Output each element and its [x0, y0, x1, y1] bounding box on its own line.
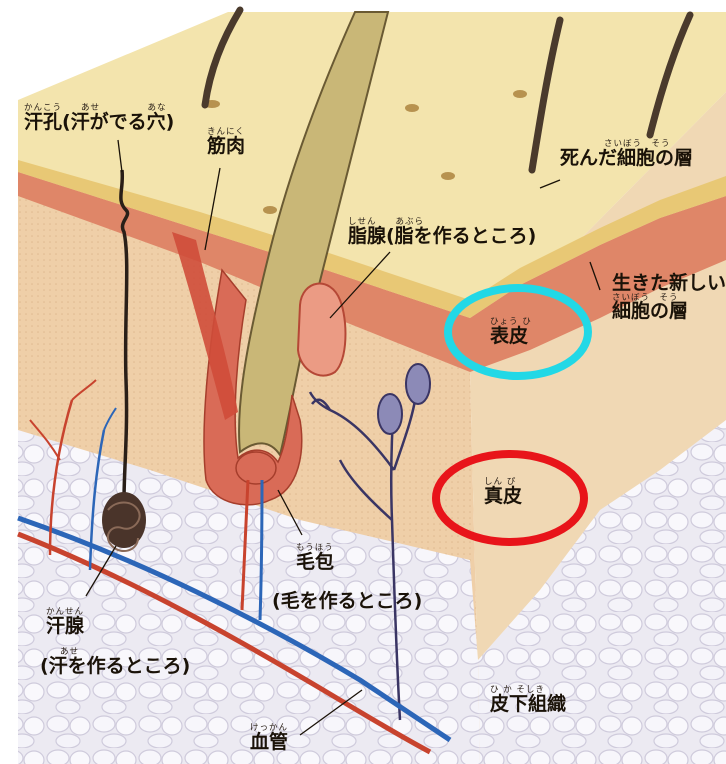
label-living-cell-layer: 生きた新しい さいぼう そう 細胞の層 — [612, 274, 726, 322]
label-sweat-gland: かんせん 汗腺 — [46, 608, 84, 636]
label-sweat-gland-note: あせ (汗を作るところ) — [40, 648, 190, 676]
label-hair-follicle-note: (毛を作るところ) — [272, 592, 422, 612]
label-subcutaneous-tissue: ひ か そしき 皮下組織 — [490, 686, 566, 714]
label-epidermis: ひょう ひ 表皮 — [490, 318, 532, 346]
pacinian-corpuscle-1 — [378, 394, 402, 434]
label-sebaceous-gland: しせん あぶら 脂腺(脂を作るところ) — [348, 218, 536, 246]
hair-bulb — [236, 452, 276, 484]
label-hair-follicle: もうほう 毛包 — [296, 544, 334, 572]
label-blood-vessel: けっかん 血管 — [250, 724, 288, 752]
pacinian-corpuscle-2 — [406, 364, 430, 404]
label-dead-cell-layer: さいぼう そう 死んだ細胞の層 — [560, 140, 693, 168]
label-sweat-pore: かんこう あせ あな 汗孔(汗がでる穴) — [24, 104, 174, 132]
label-muscle: きんにく 筋肉 — [207, 128, 245, 156]
sebaceous-gland-shape — [298, 284, 345, 376]
label-dermis: しん ぴ 真皮 — [484, 478, 522, 506]
